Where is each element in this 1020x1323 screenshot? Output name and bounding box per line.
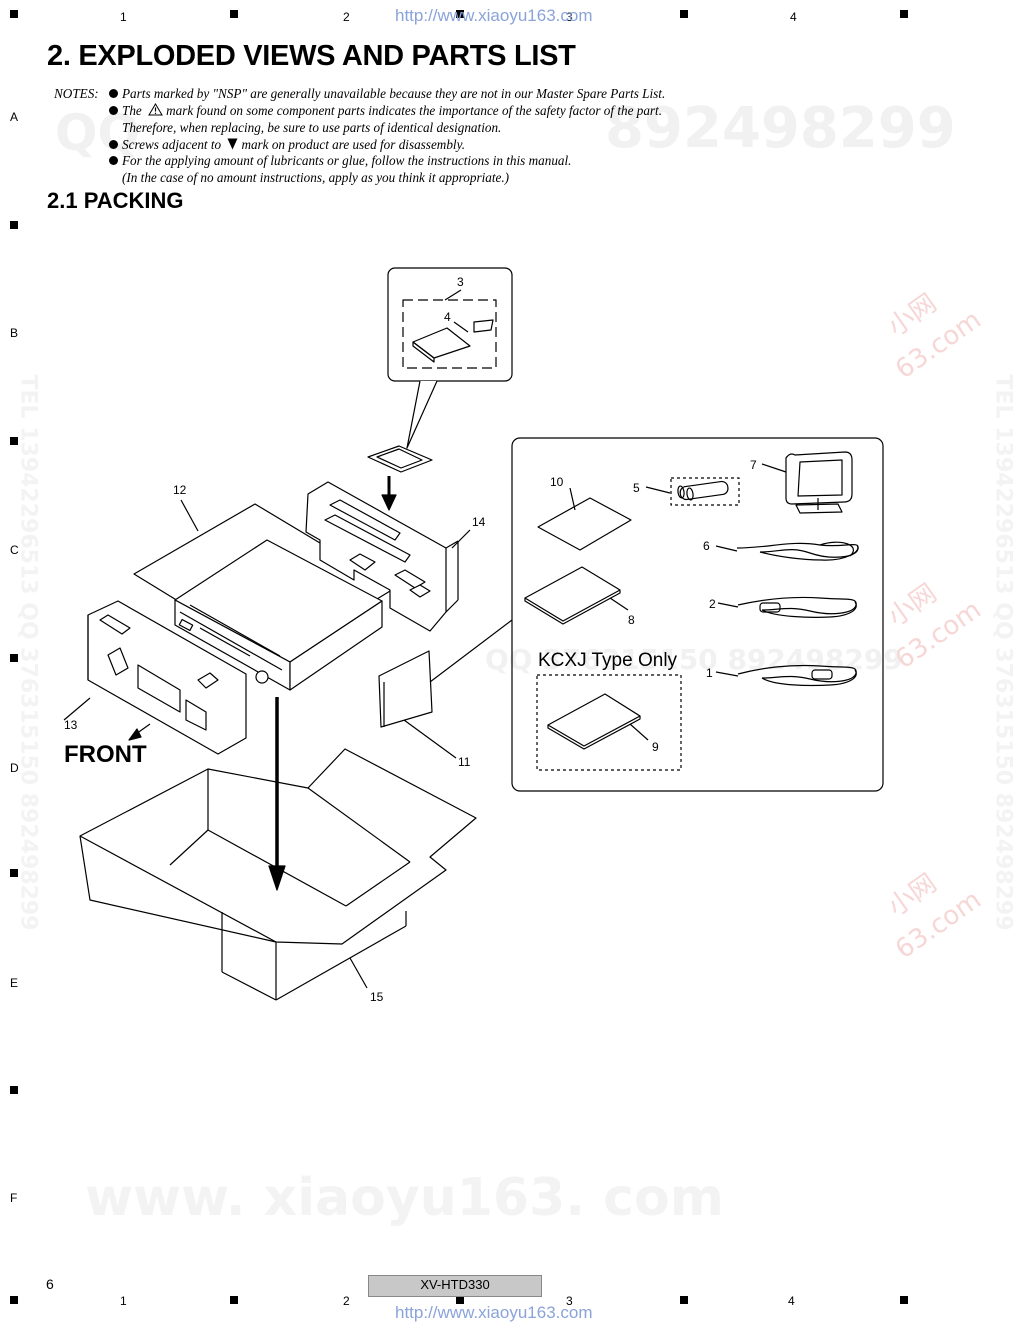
- registration-mark: [10, 1086, 18, 1094]
- cable-1: [715, 664, 857, 687]
- row-letter: E: [10, 976, 19, 990]
- registration-mark: [10, 1296, 18, 1304]
- footer-url[interactable]: http://www.xiaoyu163.com: [395, 1303, 593, 1322]
- inset-box-3-4: [387, 267, 513, 449]
- callout-3: 3: [457, 275, 464, 289]
- column-number: 2: [343, 1294, 350, 1308]
- note-item: For the applying amount of lubricants or…: [109, 153, 571, 170]
- column-number: 3: [566, 1294, 573, 1308]
- cable-6: [715, 541, 859, 561]
- callout-1: 1: [706, 666, 713, 680]
- section-title: 2.1 PACKING: [47, 188, 184, 213]
- row-letter: B: [10, 326, 19, 340]
- main-unit: [174, 539, 383, 691]
- row-letter: A: [10, 110, 19, 124]
- callout-4: 4: [444, 310, 451, 324]
- loop-antenna: [785, 451, 853, 514]
- packet-3-4: [367, 445, 433, 473]
- registration-mark: [230, 10, 238, 18]
- column-number: 2: [343, 10, 350, 24]
- callout-14: 14: [472, 515, 486, 529]
- registration-mark: [10, 437, 18, 445]
- registration-mark: [680, 1296, 688, 1304]
- callout-7: 7: [750, 458, 757, 472]
- column-number: 1: [120, 1294, 127, 1308]
- registration-mark: [10, 654, 18, 662]
- notes-label: NOTES:: [54, 86, 99, 101]
- callout-12: 12: [173, 483, 187, 497]
- header-url[interactable]: http://www.xiaoyu163.com: [395, 6, 593, 25]
- kcxj-type-label: KCXJ Type Only: [538, 650, 678, 671]
- page-number: 6: [46, 1276, 54, 1292]
- callout-2: 2: [709, 597, 716, 611]
- bullet-icon: [109, 89, 118, 98]
- watermark-middle: QQ 376315150 892498299: [485, 643, 903, 676]
- watermark-bottom: www. xiaoyu163. com: [85, 1168, 724, 1228]
- model-label: XV-HTD330: [368, 1275, 542, 1297]
- bullet-icon: [109, 156, 118, 165]
- registration-mark: [900, 1296, 908, 1304]
- registration-mark: [456, 1296, 464, 1304]
- note-continuation: Therefore, when replacing, be sure to us…: [122, 120, 502, 135]
- callout-11: 11: [458, 755, 471, 769]
- down-triangle-icon: [227, 138, 238, 150]
- registration-mark: [230, 1296, 238, 1304]
- callout-15: 15: [370, 990, 384, 1004]
- registration-mark: [10, 869, 18, 877]
- spacer-left: [63, 600, 247, 755]
- note-item: Parts marked by "NSP" are generally unav…: [109, 86, 665, 103]
- row-letter: C: [10, 543, 19, 557]
- registration-mark: [10, 10, 18, 18]
- callout-8: 8: [628, 613, 635, 627]
- callout-10: 10: [550, 475, 564, 489]
- note-item: Screws adjacent to mark on product are u…: [109, 137, 465, 154]
- front-label: FRONT: [64, 741, 147, 768]
- callout-6: 6: [703, 539, 710, 553]
- bullet-icon: [109, 106, 118, 115]
- callout-5: 5: [633, 481, 640, 495]
- carton-box: [79, 748, 477, 1001]
- registration-mark: [10, 221, 18, 229]
- registration-mark: [680, 10, 688, 18]
- spacer-right: [305, 481, 471, 632]
- registration-mark: [900, 10, 908, 18]
- column-number: 3: [566, 10, 573, 24]
- manual-11: [378, 650, 433, 728]
- watermark-number: 892498299: [605, 96, 956, 161]
- accessories-panel: [511, 437, 884, 792]
- callout-9: 9: [652, 740, 659, 754]
- warning-triangle-icon: [148, 103, 163, 116]
- note-continuation: (In the case of no amount instructions, …: [122, 170, 510, 185]
- page-title: 2. EXPLODED VIEWS AND PARTS LIST: [47, 40, 576, 72]
- row-letter: D: [10, 761, 19, 775]
- column-number: 1: [120, 10, 127, 24]
- note-item: The mark found on some component parts i…: [109, 103, 662, 120]
- bullet-icon: [109, 140, 118, 149]
- cable-2: [717, 596, 857, 618]
- callout-13: 13: [64, 718, 78, 732]
- column-number: 4: [788, 1294, 795, 1308]
- registration-mark: [456, 10, 464, 18]
- watermark-qq: QQ: [55, 104, 141, 162]
- column-number: 4: [790, 10, 797, 24]
- row-letter: F: [10, 1191, 18, 1205]
